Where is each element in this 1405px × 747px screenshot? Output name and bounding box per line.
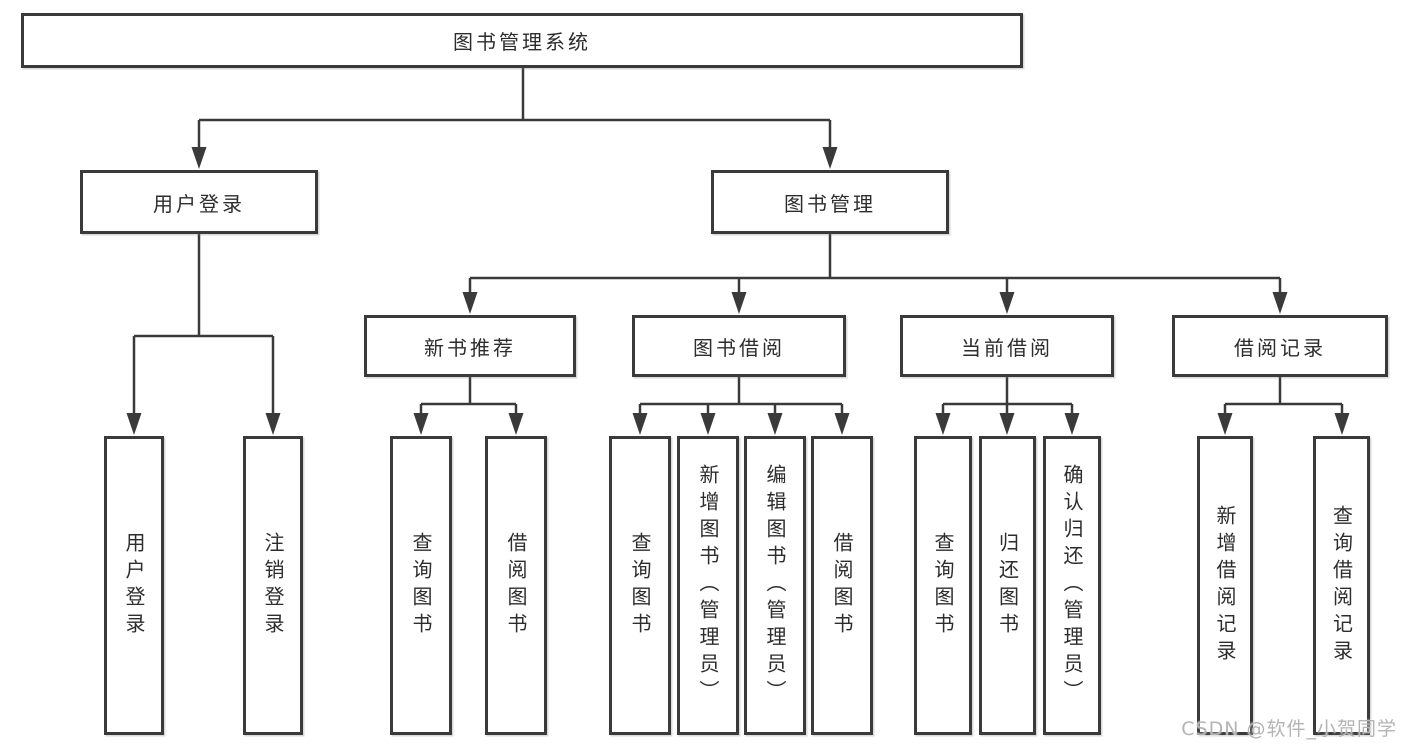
node-leaf-add-books-admin-label: 新增图书（管理员）: [696, 464, 720, 707]
node-leaf-query-books-current: 查询图书: [914, 436, 972, 735]
node-leaf-query-books-borrowing-label: 查询图书: [628, 531, 652, 640]
arrowhead-icon: [731, 292, 747, 314]
node-leaf-query-borrow-record-label: 查询借阅记录: [1329, 504, 1354, 667]
node-leaf-logout: 注销登录: [243, 436, 303, 735]
connector-book-mgmt-to-level3: [462, 233, 1288, 314]
node-leaf-user-login-label: 用户登录: [122, 531, 146, 640]
connector-borrowing-children: [632, 376, 850, 435]
arrowhead-icon: [632, 413, 648, 435]
node-user-login: 用户登录: [80, 170, 318, 234]
node-leaf-borrow-books-recommend: 借阅图书: [485, 436, 547, 735]
connector-new-books-children: [413, 376, 524, 435]
arrowhead-icon: [1217, 413, 1233, 435]
arrowhead-icon: [126, 413, 142, 435]
node-leaf-query-borrow-record: 查询借阅记录: [1313, 436, 1370, 735]
connector-root-to-level2: [191, 68, 838, 169]
node-leaf-confirm-return-admin-label: 确认归还（管理员）: [1060, 464, 1084, 707]
arrowhead-icon: [191, 147, 207, 169]
node-root-label: 图书管理系统: [453, 30, 591, 54]
node-new-book-recommend-label: 新书推荐: [424, 335, 516, 360]
node-leaf-borrow-books-borrowing-label: 借阅图书: [830, 531, 854, 640]
node-new-book-recommend: 新书推荐: [364, 315, 576, 377]
arrowhead-icon: [999, 413, 1015, 435]
node-leaf-edit-books-admin-label: 编辑图书（管理员）: [763, 464, 787, 707]
node-leaf-query-books-borrowing: 查询图书: [609, 436, 671, 735]
connector-current-children: [935, 376, 1080, 435]
arrowhead-icon: [508, 413, 524, 435]
node-leaf-query-books-recommend: 查询图书: [390, 436, 452, 735]
connector-user-login-children: [126, 233, 281, 435]
node-borrowing-records: 借阅记录: [1172, 315, 1388, 377]
arrowhead-icon: [700, 413, 716, 435]
node-leaf-add-borrow-record-label: 新增借阅记录: [1213, 504, 1237, 667]
node-book-management-label: 图书管理: [784, 191, 876, 216]
node-book-management: 图书管理: [711, 170, 949, 234]
arrowhead-icon: [1272, 292, 1288, 314]
node-leaf-query-books-recommend-label: 查询图书: [409, 531, 433, 640]
node-leaf-return-books: 归还图书: [979, 436, 1036, 735]
node-leaf-return-books-label: 归还图书: [995, 531, 1020, 640]
node-book-borrowing: 图书借阅: [632, 315, 846, 377]
arrowhead-icon: [462, 292, 478, 314]
arrowhead-icon: [1064, 413, 1080, 435]
node-leaf-add-borrow-record: 新增借阅记录: [1197, 436, 1253, 735]
node-leaf-confirm-return-admin: 确认归还（管理员）: [1043, 436, 1101, 735]
node-leaf-edit-books-admin: 编辑图书（管理员）: [744, 436, 806, 735]
node-leaf-add-books-admin: 新增图书（管理员）: [677, 436, 739, 735]
node-book-borrowing-label: 图书借阅: [693, 335, 785, 360]
arrowhead-icon: [999, 292, 1015, 314]
node-borrowing-records-label: 借阅记录: [1234, 335, 1326, 360]
arrowhead-icon: [265, 413, 281, 435]
node-root: 图书管理系统: [21, 13, 1023, 68]
arrowhead-icon: [822, 147, 838, 169]
connector-records-children: [1217, 376, 1350, 435]
node-leaf-query-books-current-label: 查询图书: [931, 531, 955, 640]
node-leaf-borrow-books-borrowing: 借阅图书: [811, 436, 873, 735]
node-current-borrowing: 当前借阅: [900, 315, 1114, 377]
arrowhead-icon: [413, 413, 429, 435]
watermark-text: CSDN @软件_小贺同学: [1181, 718, 1397, 740]
arrowhead-icon: [767, 413, 783, 435]
node-leaf-borrow-books-recommend-label: 借阅图书: [504, 531, 528, 640]
node-user-login-label: 用户登录: [153, 191, 245, 216]
node-current-borrowing-label: 当前借阅: [961, 335, 1053, 360]
arrowhead-icon: [935, 413, 951, 435]
node-leaf-user-login: 用户登录: [104, 436, 164, 735]
node-leaf-logout-label: 注销登录: [261, 531, 285, 640]
arrowhead-icon: [1334, 413, 1350, 435]
arrowhead-icon: [834, 413, 850, 435]
